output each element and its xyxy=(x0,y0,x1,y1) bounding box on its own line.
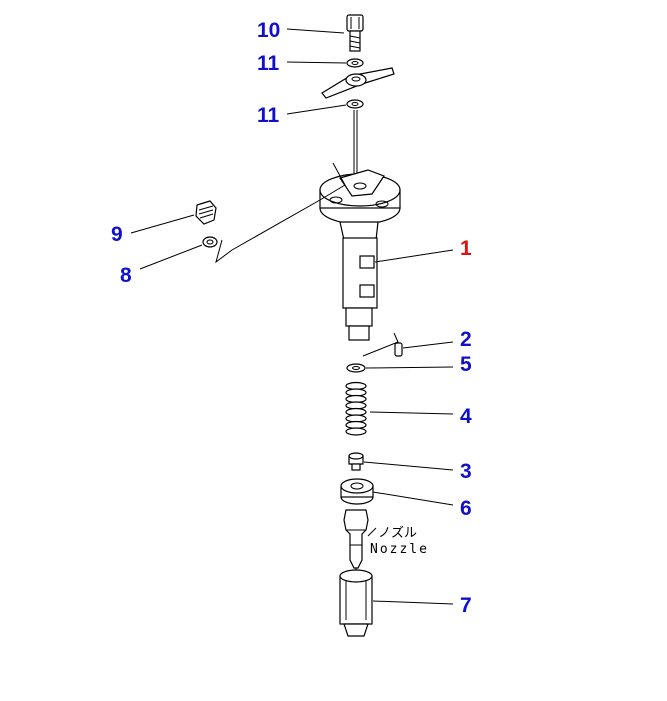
part-9-bolt[interactable] xyxy=(195,200,217,225)
part-6-spacer[interactable] xyxy=(340,478,374,505)
callout-11-upper: 11 xyxy=(257,52,280,75)
callout-2: 2 xyxy=(460,328,472,351)
leader-lines xyxy=(130,28,454,605)
nozzle-label-en: Nozzle xyxy=(370,542,429,557)
part-11-washer-upper[interactable] xyxy=(346,58,364,68)
callout-8: 8 xyxy=(120,264,132,287)
callout-6: 6 xyxy=(460,497,472,520)
callout-4: 4 xyxy=(460,405,472,428)
leader-zigzag-right xyxy=(362,332,399,357)
part-4-spring[interactable] xyxy=(345,381,367,436)
nozzle-note-leader xyxy=(367,527,377,537)
callout-11-lower: 11 xyxy=(257,104,280,127)
nozzle-label-jp: ノズル xyxy=(378,525,417,541)
callout-5: 5 xyxy=(460,353,472,376)
part-3-spring-seat[interactable] xyxy=(348,452,364,471)
nozzle[interactable] xyxy=(343,509,369,576)
callout-3: 3 xyxy=(460,460,472,483)
leader-zigzag-left xyxy=(215,162,346,264)
callout-7: 7 xyxy=(460,594,472,617)
callout-10: 10 xyxy=(257,19,280,42)
clamp-wing[interactable] xyxy=(321,67,395,99)
part-8-washer[interactable] xyxy=(202,236,218,248)
part-10-bolt[interactable] xyxy=(346,14,364,52)
callout-9: 9 xyxy=(111,223,123,246)
part-7-retaining-nut[interactable] xyxy=(339,569,373,637)
callout-1: 1 xyxy=(460,237,472,260)
part-1-injector-holder[interactable] xyxy=(319,169,401,341)
part-11-washer-lower[interactable] xyxy=(346,99,364,109)
part-5-washer[interactable] xyxy=(346,363,366,373)
spring-coil xyxy=(345,427,367,436)
part-2-pin[interactable] xyxy=(394,342,403,357)
